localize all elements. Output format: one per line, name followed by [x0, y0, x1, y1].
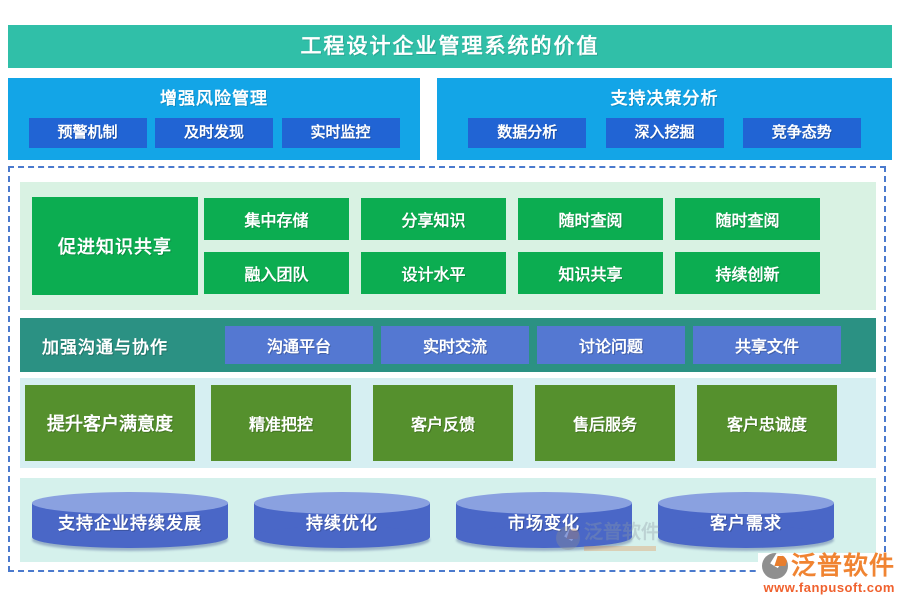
- development-cylinder: 持续优化: [254, 492, 430, 548]
- risk-item: 预警机制: [28, 118, 147, 148]
- knowledge-item: 设计水平: [361, 252, 506, 294]
- row-communication: 加强沟通与协作 沟通平台 实时交流 讨论问题 共享文件: [20, 318, 876, 372]
- top-panels: 增强风险管理 预警机制 及时发现 实时监控 支持决策分析 数据分析 深入挖掘 竞…: [8, 78, 892, 160]
- decision-item: 数据分析: [468, 118, 587, 148]
- knowledge-grid: 集中存储 分享知识 随时查阅 随时查阅 融入团队 设计水平 知识共享 持续创新: [204, 198, 864, 294]
- row-sustainable-development: 支持企业持续发展 持续优化 市场变化 客户需求: [20, 478, 876, 562]
- knowledge-item: 融入团队: [204, 252, 349, 294]
- fanpu-website: www.fanpusoft.com: [763, 580, 895, 595]
- communication-item: 讨论问题: [537, 326, 685, 364]
- customer-item: 售后服务: [535, 385, 675, 461]
- communication-item: 共享文件: [693, 326, 841, 364]
- development-item: 持续优化: [306, 514, 378, 533]
- watermark: 泛普软件: [556, 522, 660, 551]
- customer-item: 客户反馈: [373, 385, 513, 461]
- fanpu-logo-icon: [761, 553, 788, 579]
- risk-item: 实时监控: [281, 118, 400, 148]
- knowledge-item: 分享知识: [361, 198, 506, 240]
- section-decision-analysis: 支持决策分析 数据分析 深入挖掘 竞争态势: [437, 78, 892, 160]
- knowledge-item: 随时查阅: [675, 198, 820, 240]
- value-diagram-container: 促进知识共享 集中存储 分享知识 随时查阅 随时查阅 融入团队 设计水平 知识共…: [8, 166, 886, 572]
- customer-item: 客户忠诚度: [697, 385, 837, 461]
- knowledge-item: 集中存储: [204, 198, 349, 240]
- page-title: 工程设计企业管理系统的价值: [8, 25, 892, 68]
- risk-item: 及时发现: [155, 118, 273, 148]
- customer-item: 精准把控: [211, 385, 351, 461]
- decision-item: 深入挖掘: [605, 118, 724, 148]
- row-knowledge-sharing: 促进知识共享 集中存储 分享知识 随时查阅 随时查阅 融入团队 设计水平 知识共…: [20, 182, 876, 310]
- knowledge-item: 随时查阅: [518, 198, 663, 240]
- knowledge-item: 持续创新: [675, 252, 820, 294]
- development-label-cylinder: 支持企业持续发展: [32, 492, 228, 548]
- watermark-bar: [584, 546, 656, 551]
- communication-item: 实时交流: [381, 326, 529, 364]
- communication-items: 沟通平台 实时交流 讨论问题 共享文件: [225, 326, 841, 364]
- watermark-text: 泛普软件: [584, 522, 661, 543]
- fanpu-logo-text: 泛普软件: [790, 552, 895, 580]
- development-label: 支持企业持续发展: [58, 514, 202, 533]
- decision-analysis-title: 支持决策分析: [610, 89, 719, 108]
- watermark-logo-icon: [556, 526, 580, 550]
- risk-management-title: 增强风险管理: [160, 89, 268, 108]
- section-risk-management: 增强风险管理 预警机制 及时发现 实时监控: [8, 78, 420, 160]
- development-item: 客户需求: [710, 514, 782, 533]
- row-customer-satisfaction: 提升客户满意度 精准把控 客户反馈 售后服务 客户忠诚度: [20, 378, 876, 468]
- fanpu-brand: 泛普软件 www.fanpusoft.com: [757, 552, 895, 595]
- customer-label: 提升客户满意度: [25, 385, 195, 461]
- communication-item: 沟通平台: [225, 326, 373, 364]
- knowledge-item: 知识共享: [518, 252, 663, 294]
- development-cylinder: 客户需求: [658, 492, 834, 548]
- decision-item: 竞争态势: [742, 118, 861, 148]
- communication-label: 加强沟通与协作: [42, 337, 168, 357]
- customer-items: 精准把控 客户反馈 售后服务 客户忠诚度: [211, 385, 837, 461]
- development-cylinder: 市场变化: [456, 492, 632, 548]
- knowledge-label: 促进知识共享: [32, 197, 198, 295]
